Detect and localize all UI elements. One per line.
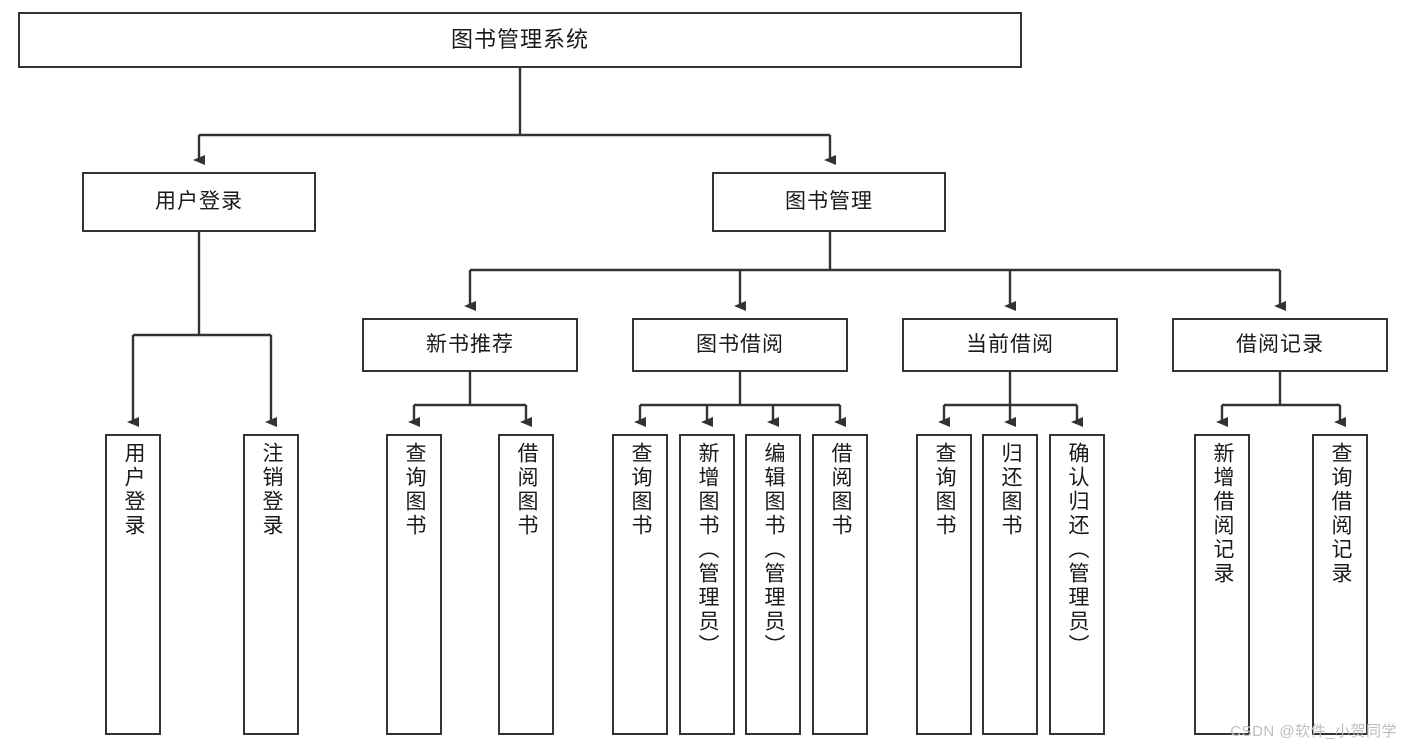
node-borrow-record-label: 借阅记录 [1236, 333, 1324, 357]
node-root[interactable]: 图书管理系统 [18, 12, 1022, 68]
node-root-label: 图书管理系统 [450, 26, 589, 52]
node-user-login[interactable]: 用户登录 [82, 172, 316, 232]
leaf-current-borrow-1[interactable]: 查询图书 [916, 434, 972, 735]
leaf-user-login-2[interactable]: 注销登录 [243, 434, 299, 735]
node-current-borrow-label: 当前借阅 [966, 333, 1054, 357]
leaf-current-borrow-2[interactable]: 归还图书 [982, 434, 1038, 735]
leaf-book-borrow-3[interactable]: 编辑图书（管理员） [745, 434, 801, 735]
leaf-book-borrow-3-label: 编辑图书（管理员） [762, 442, 786, 658]
leaf-current-borrow-1-label: 查询图书 [933, 442, 957, 538]
leaf-user-login-2-label: 注销登录 [260, 442, 284, 538]
node-book-manage[interactable]: 图书管理 [712, 172, 946, 232]
node-book-borrow-label: 图书借阅 [696, 333, 784, 357]
leaf-book-borrow-2-label: 新增图书（管理员） [696, 442, 720, 658]
node-current-borrow[interactable]: 当前借阅 [902, 318, 1118, 372]
leaf-book-borrow-2[interactable]: 新增图书（管理员） [679, 434, 735, 735]
leaf-book-borrow-1[interactable]: 查询图书 [612, 434, 668, 735]
leaf-new-book-2-label: 借阅图书 [515, 442, 539, 538]
leaf-borrow-record-1[interactable]: 新增借阅记录 [1194, 434, 1250, 735]
leaf-current-borrow-3[interactable]: 确认归还（管理员） [1049, 434, 1105, 735]
node-user-login-label: 用户登录 [155, 190, 243, 214]
leaf-borrow-record-2[interactable]: 查询借阅记录 [1312, 434, 1368, 735]
node-book-borrow[interactable]: 图书借阅 [632, 318, 848, 372]
node-new-book-recommend[interactable]: 新书推荐 [362, 318, 578, 372]
leaf-book-borrow-1-label: 查询图书 [629, 442, 653, 538]
leaf-user-login-1-label: 用户登录 [122, 442, 146, 538]
leaf-book-borrow-4[interactable]: 借阅图书 [812, 434, 868, 735]
leaf-user-login-1[interactable]: 用户登录 [105, 434, 161, 735]
leaf-borrow-record-1-label: 新增借阅记录 [1211, 442, 1235, 586]
leaf-book-borrow-4-label: 借阅图书 [829, 442, 853, 538]
leaf-borrow-record-2-label: 查询借阅记录 [1329, 442, 1353, 586]
leaf-new-book-2[interactable]: 借阅图书 [498, 434, 554, 735]
leaf-current-borrow-3-label: 确认归还（管理员） [1066, 442, 1090, 658]
node-book-manage-label: 图书管理 [785, 190, 873, 214]
leaf-new-book-1-label: 查询图书 [403, 442, 427, 538]
watermark: CSDN @软件_小贺同学 [1230, 723, 1397, 740]
leaf-new-book-1[interactable]: 查询图书 [386, 434, 442, 735]
node-borrow-record[interactable]: 借阅记录 [1172, 318, 1388, 372]
leaf-current-borrow-2-label: 归还图书 [999, 442, 1023, 538]
node-new-book-recommend-label: 新书推荐 [426, 333, 514, 357]
